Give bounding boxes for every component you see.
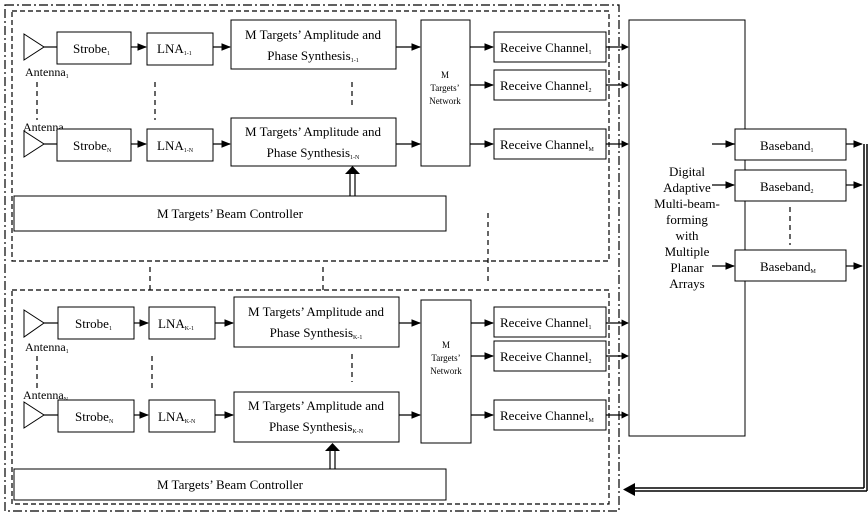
baseband-2-box xyxy=(734,169,847,202)
feedback-arrow-icon xyxy=(623,483,635,496)
receive-channel-2-box-group1 xyxy=(493,69,607,101)
baseband-m-box xyxy=(734,249,847,282)
dbf-line-2: Adaptive xyxy=(663,180,711,195)
receive-channel-m-box-group2 xyxy=(493,399,607,431)
dbf-line-4: forming xyxy=(666,212,708,227)
subarray-1-frame xyxy=(11,10,610,262)
lna-n-box-group1 xyxy=(146,128,214,162)
dbf-line-3: Multi-beam- xyxy=(654,196,720,211)
strobe-n-box-group1 xyxy=(56,128,132,162)
network-line3-group1: Network xyxy=(429,96,461,106)
targets-network-box-group2 xyxy=(420,299,472,444)
network-line1-group1: M xyxy=(441,70,449,80)
strobe-1-box-group2 xyxy=(57,306,135,340)
network-line2-group1: Targets’ xyxy=(430,83,459,93)
receive-channel-1-label-group2: Receive Channel1 xyxy=(500,315,591,331)
receive-channel-m-box-group1 xyxy=(493,128,607,160)
strobe-1-box-group1 xyxy=(56,31,132,65)
antenna-1-group1 xyxy=(23,33,45,61)
strobe-n-label-group1: StrobeN xyxy=(73,138,112,154)
lna-n-box-group2 xyxy=(148,399,216,433)
synthesis-1-line2-group2: Phase SynthesisK-1 xyxy=(270,325,363,341)
dbf-line-7: Planar xyxy=(670,260,704,275)
synthesis-n-box-group1 xyxy=(230,117,397,167)
baseband-2-label: Baseband2 xyxy=(760,179,814,195)
receive-channel-1-box-group1 xyxy=(493,31,607,63)
synthesis-n-line1-group2: M Targets’ Amplitude and xyxy=(248,398,384,413)
synthesis-1-line1-group1: M Targets’ Amplitude and xyxy=(245,27,381,42)
dbf-line-5: with xyxy=(675,228,699,243)
dbf-line-8: Arrays xyxy=(669,276,704,291)
antenna-1-label-group2: Antenna1 xyxy=(25,340,69,355)
receive-channel-2-label-group2: Receive Channel2 xyxy=(500,349,591,365)
lna-1-label-group1: LNA1-1 xyxy=(157,41,192,57)
subarray-k-frame xyxy=(11,289,610,505)
network-line2-group2: Targets’ xyxy=(431,353,460,363)
network-line3-group2: Network xyxy=(430,366,462,376)
synthesis-1-line2-group1: Phase Synthesis1-1 xyxy=(267,48,358,64)
strobe-1-label-group2: Strobe1 xyxy=(75,316,112,332)
lna-1-label-group2: LNAK-1 xyxy=(158,316,194,332)
strobe-n-box-group2 xyxy=(57,399,135,433)
synthesis-1-line1-group2: M Targets’ Amplitude and xyxy=(248,304,384,319)
synthesis-n-line2-group2: Phase SynthesisK-N xyxy=(269,419,364,435)
synthesis-n-line1-group1: M Targets’ Amplitude and xyxy=(245,124,381,139)
lna-1-box-group2 xyxy=(148,306,216,340)
synthesis-1-box-group1 xyxy=(230,19,397,70)
beam-controller-label-group2: M Targets’ Beam Controller xyxy=(157,477,304,492)
baseband-1-label: Baseband1 xyxy=(760,138,814,154)
lna-1-box-group1 xyxy=(146,32,214,66)
dbf-line-1: Digital xyxy=(669,164,705,179)
lna-n-label-group2: LNAK-N xyxy=(158,409,196,425)
targets-network-box-group1 xyxy=(420,19,471,167)
synthesis-n-box-group2 xyxy=(233,391,400,443)
baseband-1-box xyxy=(734,128,847,161)
network-line1-group2: M xyxy=(442,340,450,350)
antenna-1-group2 xyxy=(23,309,45,338)
receive-channel-2-label-group1: Receive Channel2 xyxy=(500,78,591,94)
synthesis-n-line2-group1: Phase Synthesis1-N xyxy=(267,145,360,161)
lna-n-label-group1: LNA1-N xyxy=(157,138,194,154)
receive-channel-1-label-group1: Receive Channel1 xyxy=(500,40,591,56)
beam-controller-box-group1 xyxy=(13,195,447,232)
baseband-m-label: BasebandM xyxy=(760,259,817,275)
beam-controller-box-group2 xyxy=(13,468,447,501)
receive-channel-1-box-group2 xyxy=(493,306,607,338)
antenna-n-group1 xyxy=(23,130,45,158)
strobe-n-label-group2: StrobeN xyxy=(75,409,114,425)
receive-channel-2-box-group2 xyxy=(493,340,607,372)
synthesis-1-box-group2 xyxy=(233,296,400,348)
antenna-n-group2 xyxy=(23,401,45,429)
antenna-1-label-group1: Antenna1 xyxy=(25,65,69,80)
beam-controller-label-group1: M Targets’ Beam Controller xyxy=(157,206,304,221)
receive-channel-m-label-group2: Receive ChannelM xyxy=(500,408,594,424)
outer-array-frame xyxy=(4,4,620,512)
strobe-1-label-group1: Strobe1 xyxy=(73,41,110,57)
digital-beamforming-box xyxy=(628,19,746,437)
receive-channel-m-label-group1: Receive ChannelM xyxy=(500,137,594,153)
dbf-line-6: Multiple xyxy=(665,244,710,259)
